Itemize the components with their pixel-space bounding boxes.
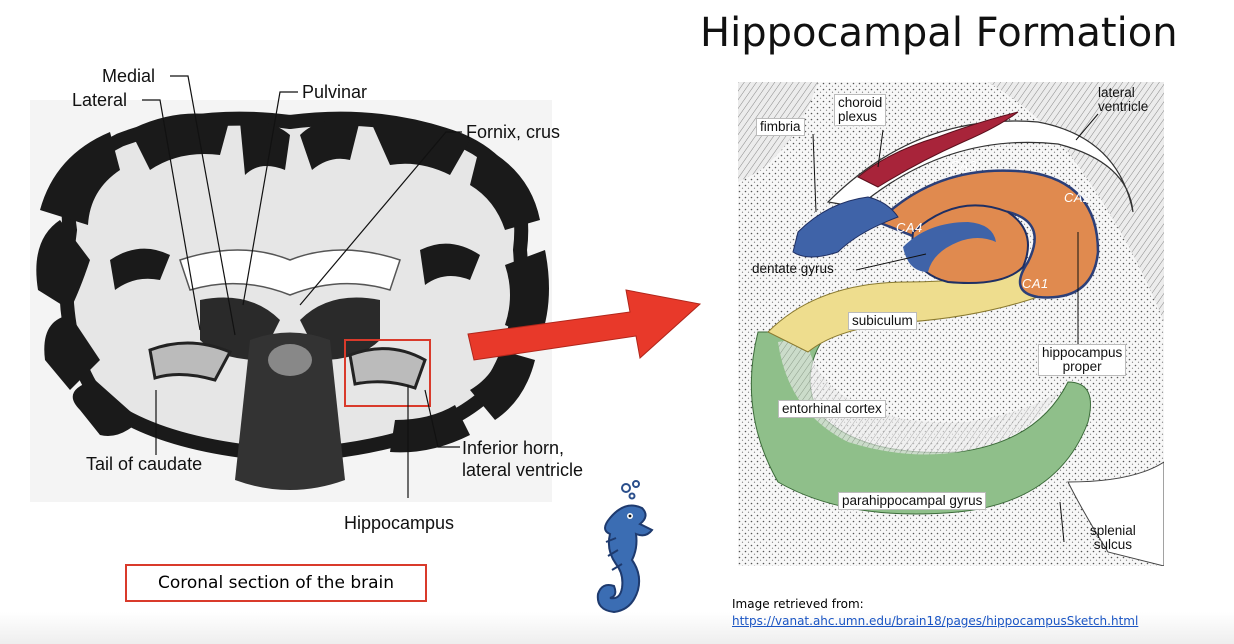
source-label: Image retrieved from: <box>732 597 864 611</box>
entorhinal-striations <box>778 337 1058 455</box>
label-ca1: CA1 <box>1022 276 1049 291</box>
fimbria-region <box>792 196 899 258</box>
label-lateral-ventricle-sketch: lateral ventricle <box>1098 85 1149 114</box>
brain-leader-lines <box>142 75 462 498</box>
choroid-plexus-region <box>857 111 1019 188</box>
label-fimbria: fimbria <box>756 118 805 136</box>
label-inferior-horn: Inferior horn, <box>462 438 565 458</box>
ca4-region <box>911 204 1029 284</box>
coronal-brain-section <box>30 75 552 502</box>
red-arrow <box>467 289 702 361</box>
label-pulvinar: Pulvinar <box>302 82 368 102</box>
right-hippocampus-region <box>348 347 427 390</box>
label-hippocampus-proper: hippocampus proper <box>1038 344 1127 376</box>
caption-box: Coronal section of the brain <box>125 564 427 602</box>
seahorse-icon <box>596 480 654 614</box>
hippocampus-sketch <box>738 82 1164 566</box>
label-lateral: Lateral <box>72 90 128 110</box>
slide-footer-shade <box>0 612 1234 644</box>
lateral-ventricles <box>179 249 401 296</box>
caption-text: Coronal section of the brain <box>157 573 395 593</box>
midbrain-nucleus <box>268 344 312 376</box>
splenial-sulcus-area <box>1067 461 1164 566</box>
label-hippocampus: Hippocampus <box>344 513 455 533</box>
source-link[interactable]: https://vanat.ahc.umn.edu/brain18/pages/… <box>732 614 1139 628</box>
brainstem <box>235 332 345 490</box>
label-subiculum: subiculum <box>848 312 917 330</box>
label-splenial-sulcus: splenial sulcus <box>1090 523 1136 552</box>
label-parahippocampal-gyrus: parahippocampal gyrus <box>838 492 987 510</box>
dentate-gyrus-band <box>903 222 996 272</box>
upper-right-tissue <box>988 82 1164 322</box>
label-dentate-gyrus: dentate gyrus <box>752 261 834 276</box>
label-medial: Medial <box>102 66 156 86</box>
label-lateral-ventricle: lateral ventricle <box>462 460 584 480</box>
hippocampus-highlight-box <box>344 339 431 407</box>
label-ca2: CA2 <box>1064 190 1091 205</box>
lateral-ventricle-space <box>826 120 1134 213</box>
label-ca4: CA4 <box>896 220 923 235</box>
slide-title: Hippocampal Formation <box>700 10 1178 56</box>
red-arrow-shape <box>467 289 702 361</box>
label-tail-of-caudate: Tail of caudate <box>86 454 203 474</box>
label-entorhinal-cortex: entorhinal cortex <box>778 400 886 418</box>
cortical-gyri <box>36 113 549 453</box>
label-choroid-plexus: choroid plexus <box>834 94 887 126</box>
label-ca3: CA3 <box>950 158 977 173</box>
left-hippocampus-region <box>148 341 233 382</box>
label-fornix-crus: Fornix, crus <box>466 122 561 142</box>
